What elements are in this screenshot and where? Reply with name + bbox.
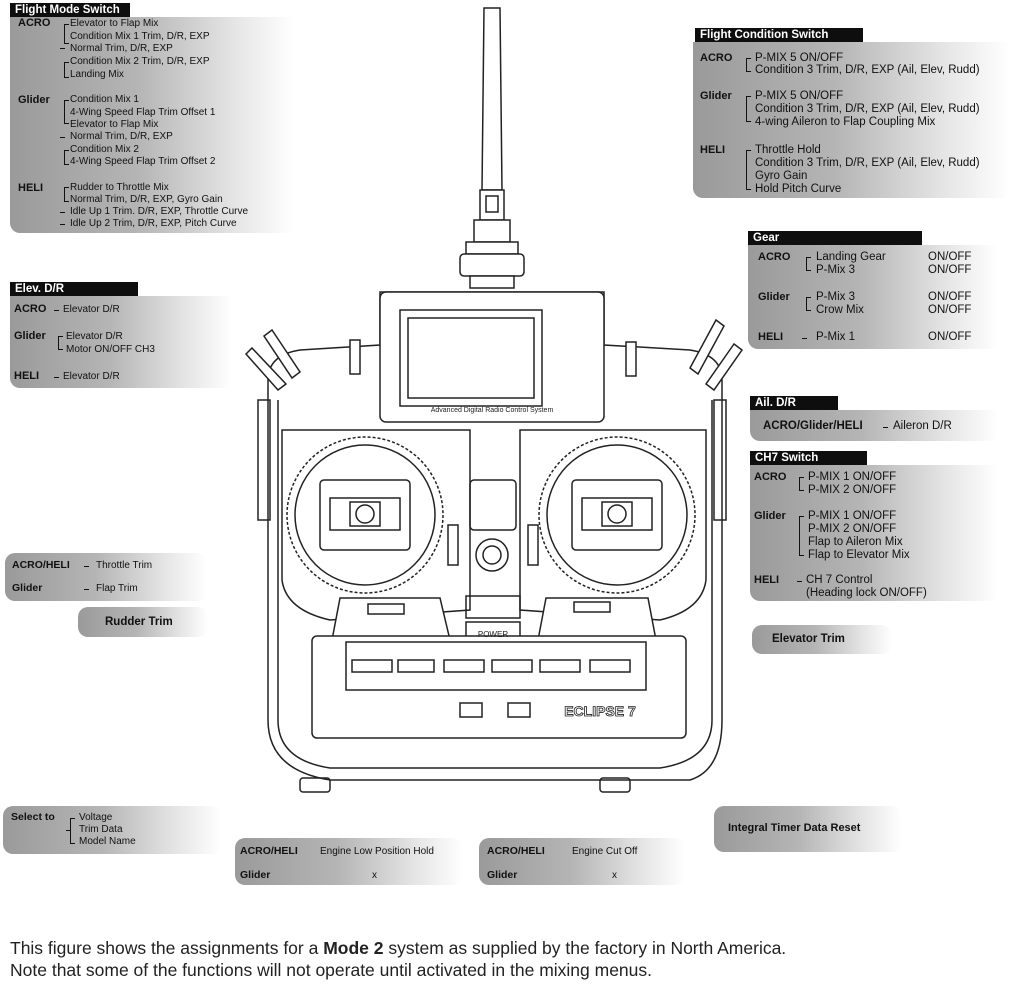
ch7-box — [750, 465, 998, 601]
mode-label: HELI — [700, 144, 726, 156]
screen-caption: Advanced Digital Radio Control System — [431, 407, 554, 414]
mode-label: ACRO/Glider/HELI — [763, 420, 863, 432]
flight-mode-box — [10, 17, 294, 233]
ch7-header: CH7 Switch — [750, 451, 867, 465]
mode-label: HELI — [758, 331, 784, 343]
mode-label: Glider — [18, 94, 50, 106]
gear-box — [748, 245, 998, 349]
mode-label: HELI — [14, 370, 40, 382]
select-to-box — [3, 806, 221, 854]
mode-label: Glider — [12, 582, 43, 594]
select-to-label: Select to — [11, 811, 55, 823]
flight-condition-header: Flight Condition Switch — [695, 28, 863, 42]
timer-reset-label: Integral Timer Data Reset — [728, 822, 861, 834]
flight-condition-box — [693, 42, 1010, 198]
mode-label: Glider — [487, 869, 518, 881]
rudder-trim-label: Rudder Trim — [105, 616, 173, 628]
ail-dr-box — [750, 410, 998, 441]
throttle-trim-box — [5, 553, 207, 601]
engine-cut-box — [479, 838, 685, 885]
model-label: ECLIPSE 7 — [564, 703, 636, 719]
mode-label: Glider — [14, 330, 46, 342]
flight-mode-header: Flight Mode Switch — [10, 3, 130, 17]
mode-label: HELI — [754, 574, 780, 586]
engine-low-box — [235, 838, 463, 885]
mode-label: HELI — [18, 182, 44, 194]
power-label: POWER — [478, 630, 508, 639]
gear-header: Gear — [748, 231, 922, 245]
timer-reset-box — [714, 806, 902, 852]
elev-dr-header: Elev. D/R — [10, 282, 138, 296]
mode-label: Glider — [758, 291, 790, 303]
mode-label: ACRO — [754, 471, 787, 483]
elevator-trim-box — [752, 625, 892, 654]
mode-label: ACRO — [14, 303, 47, 315]
rudder-trim-box — [78, 607, 208, 637]
mode-label: ACRO/HELI — [12, 559, 70, 571]
elevator-trim-label: Elevator Trim — [772, 633, 845, 645]
figure-caption: This figure shows the assignments for a … — [10, 938, 787, 980]
elev-dr-box — [10, 296, 232, 388]
mode-label: ACRO — [758, 251, 791, 263]
mode-label: ACRO/HELI — [240, 845, 298, 857]
mode-label: Glider — [700, 90, 732, 102]
mode-label: ACRO/HELI — [487, 845, 545, 857]
mode-label: Glider — [240, 869, 271, 881]
ail-dr-header: Ail. D/R — [750, 396, 838, 410]
mode-label: Glider — [754, 510, 786, 522]
mode-label: ACRO — [700, 52, 733, 64]
mode-label: ACRO — [18, 17, 51, 29]
